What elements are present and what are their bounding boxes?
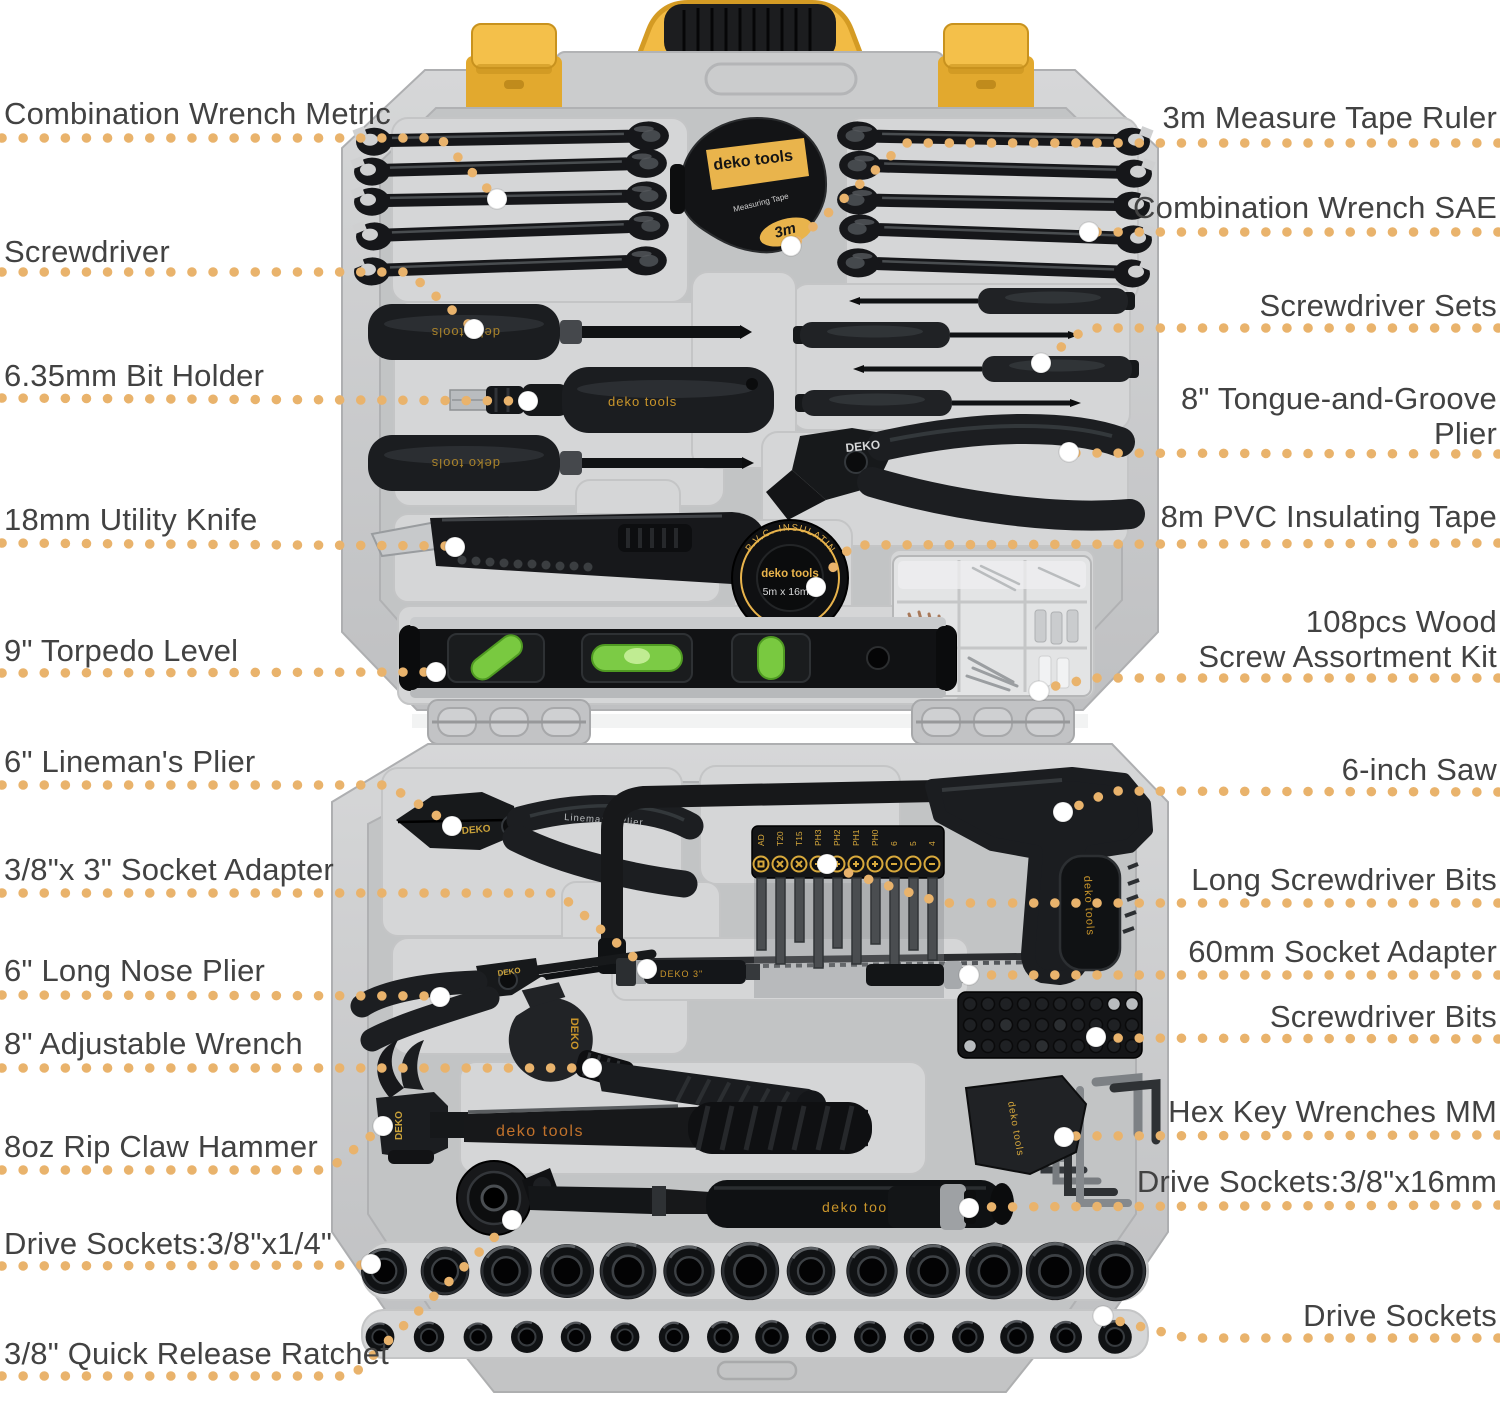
- claw-hammer: DEKO deko tools: [376, 1040, 872, 1164]
- callout-line: Combination Wrench Metric: [4, 96, 391, 131]
- bit-holder: deko tools: [449, 367, 774, 433]
- callout-line: 108pcs Wood: [1305, 604, 1497, 639]
- screwdriver-2: deko tools: [368, 435, 754, 491]
- callout-line: 3m Measure Tape Ruler: [1162, 100, 1497, 135]
- svg-text:5m x 16mm: 5m x 16mm: [763, 586, 818, 598]
- insulating-tape: P.V.C. INSULATING TAPE deko tools 5m x 1…: [731, 519, 849, 637]
- callout-drive-sockets-16mm: Drive Sockets:3/8"x16mm: [1137, 1164, 1497, 1199]
- callout-tape-ruler: 3m Measure Tape Ruler: [1163, 100, 1497, 135]
- callout-quick-release-ratchet: 3/8" Quick Release Ratchet: [4, 1336, 389, 1371]
- callout-long-screwdriver-bits: Long Screwdriver Bits: [1191, 862, 1497, 897]
- callout-line: Long Screwdriver Bits: [1191, 862, 1497, 897]
- case-hinges: [412, 699, 1088, 745]
- svg-text:DEKO: DEKO: [568, 1018, 580, 1050]
- leader-lines: [0, 133, 1500, 1381]
- svg-text:deko tools: deko tools: [761, 568, 819, 580]
- callout-line: Drive Sockets:3/8"x16mm: [1136, 1164, 1497, 1199]
- callout-line: Drive Sockets: [1303, 1298, 1497, 1333]
- svg-text:AD: AD: [756, 834, 766, 846]
- callout-line: 8" Adjustable Wrench: [4, 1026, 303, 1061]
- callout-lineman-plier: 6" Lineman's Plier: [4, 744, 255, 779]
- callout-line: 6-inch Saw: [1341, 752, 1497, 787]
- svg-text:T15: T15: [794, 831, 804, 846]
- latch-right: [937, 23, 1035, 117]
- hex-key-set: deko tools: [964, 1073, 1161, 1207]
- callout-long-nose-plier: 6" Long Nose Plier: [4, 953, 265, 988]
- svg-text:PH1: PH1: [851, 829, 861, 846]
- callout-combination-wrench-sae: Combination Wrench SAE: [1133, 190, 1497, 225]
- svg-text:deko tools: deko tools: [608, 394, 677, 409]
- callout-screwdriver: Screwdriver: [4, 234, 170, 269]
- callout-line: Screw Assortment Kit: [1198, 639, 1497, 674]
- callout-line: Hex Key Wrenches MM: [1168, 1094, 1497, 1129]
- carry-handle: [617, 0, 883, 120]
- callout-line: 18mm Utility Knife: [4, 502, 258, 537]
- svg-text:DEKO 3": DEKO 3": [660, 969, 703, 979]
- callout-line: 9" Torpedo Level: [4, 633, 239, 668]
- callout-line: 6" Lineman's Plier: [4, 744, 256, 779]
- callout-line: 6" Long Nose Plier: [4, 953, 266, 988]
- callout-line: Drive Sockets:3/8"x1/4": [4, 1226, 333, 1261]
- callout-socket-adapter-3in: 3/8"x 3" Socket Adapter: [4, 852, 334, 887]
- torpedo-level: [399, 617, 957, 698]
- callout-tongue-groove-plier: 8" Tongue-and-Groove Plier: [1181, 381, 1497, 451]
- svg-text:deko tools: deko tools: [822, 1199, 901, 1215]
- socket-adapter-60mm: [866, 961, 973, 989]
- screwdriver-1: deko tools: [368, 304, 752, 360]
- svg-text:DEKO: DEKO: [461, 823, 491, 836]
- callout-drive-sockets-quarter: Drive Sockets:3/8"x1/4": [4, 1226, 332, 1261]
- callout-torpedo-level: 9" Torpedo Level: [4, 633, 238, 668]
- callout-utility-knife: 18mm Utility Knife: [4, 502, 257, 537]
- callout-hex-key-wrenches: Hex Key Wrenches MM: [1168, 1094, 1497, 1129]
- callout-saw: 6-inch Saw: [1342, 752, 1497, 787]
- svg-text:DEKO: DEKO: [394, 1111, 405, 1140]
- svg-text:DEKO: DEKO: [497, 966, 521, 978]
- callout-claw-hammer: 8oz Rip Claw Hammer: [4, 1129, 318, 1164]
- callout-line: Screwdriver Sets: [1259, 288, 1497, 323]
- callout-line: Combination Wrench SAE: [1133, 190, 1497, 225]
- tongue-and-groove-plier: DEKO: [766, 414, 1145, 531]
- leader-end-markers: [360, 188, 1114, 1327]
- callout-line: 3/8" Quick Release Ratchet: [4, 1336, 389, 1371]
- callout-line: 3/8"x 3" Socket Adapter: [4, 852, 334, 887]
- callout-line: 6.35mm Bit Holder: [4, 358, 265, 393]
- svg-text:PH2: PH2: [832, 829, 842, 846]
- callout-screwdriver-bits: Screwdriver Bits: [1270, 999, 1497, 1034]
- callout-screwdriver-sets: Screwdriver Sets: [1260, 288, 1498, 323]
- callout-screw-assortment-kit: 108pcs Wood Screw Assortment Kit: [1198, 604, 1497, 674]
- screwdriver-bits-tray: [957, 991, 1143, 1059]
- callout-line: 8" Tongue-and-Groove: [1180, 381, 1497, 416]
- callout-line: Screwdriver: [4, 234, 170, 269]
- tape-measure: deko tools Measuring Tape 3m: [670, 116, 828, 254]
- callout-line: Screwdriver Bits: [1269, 999, 1497, 1034]
- callout-socket-adapter-60mm: 60mm Socket Adapter: [1188, 934, 1497, 969]
- svg-text:T20: T20: [775, 831, 785, 846]
- svg-text:5: 5: [908, 841, 918, 846]
- svg-text:deko tools: deko tools: [1081, 876, 1096, 937]
- toolbox-top-case: deko tools Measuring Tape 3m deko tools …: [341, 0, 1159, 711]
- handle-grip: [664, 4, 836, 60]
- latch-left: [465, 23, 563, 117]
- callout-adjustable-wrench: 8" Adjustable Wrench: [4, 1026, 303, 1061]
- callout-drive-sockets: Drive Sockets: [1303, 1298, 1497, 1333]
- svg-text:6: 6: [889, 841, 899, 846]
- utility-knife: [370, 512, 764, 584]
- toolbox-bottom-case: DEKO Lineman's Plier deko tools: [331, 743, 1169, 1393]
- callout-line: Plier: [1433, 416, 1497, 451]
- svg-text:deko tools: deko tools: [431, 456, 500, 471]
- svg-text:DEKO: DEKO: [845, 437, 881, 455]
- saw-handle: deko tools: [925, 767, 1153, 985]
- svg-text:PH0: PH0: [870, 829, 880, 846]
- callout-line: 8oz Rip Claw Hammer: [4, 1129, 318, 1164]
- callout-combination-wrench-metric: Combination Wrench Metric: [4, 96, 391, 131]
- callout-insulating-tape: 8m PVC Insulating Tape: [1161, 499, 1497, 534]
- svg-text:PH3: PH3: [813, 829, 823, 846]
- callout-line: 8m PVC Insulating Tape: [1160, 499, 1497, 534]
- svg-text:deko tools: deko tools: [496, 1123, 584, 1140]
- callout-line: 60mm Socket Adapter: [1188, 934, 1497, 969]
- svg-text:4: 4: [927, 841, 937, 846]
- callout-bit-holder: 6.35mm Bit Holder: [4, 358, 264, 393]
